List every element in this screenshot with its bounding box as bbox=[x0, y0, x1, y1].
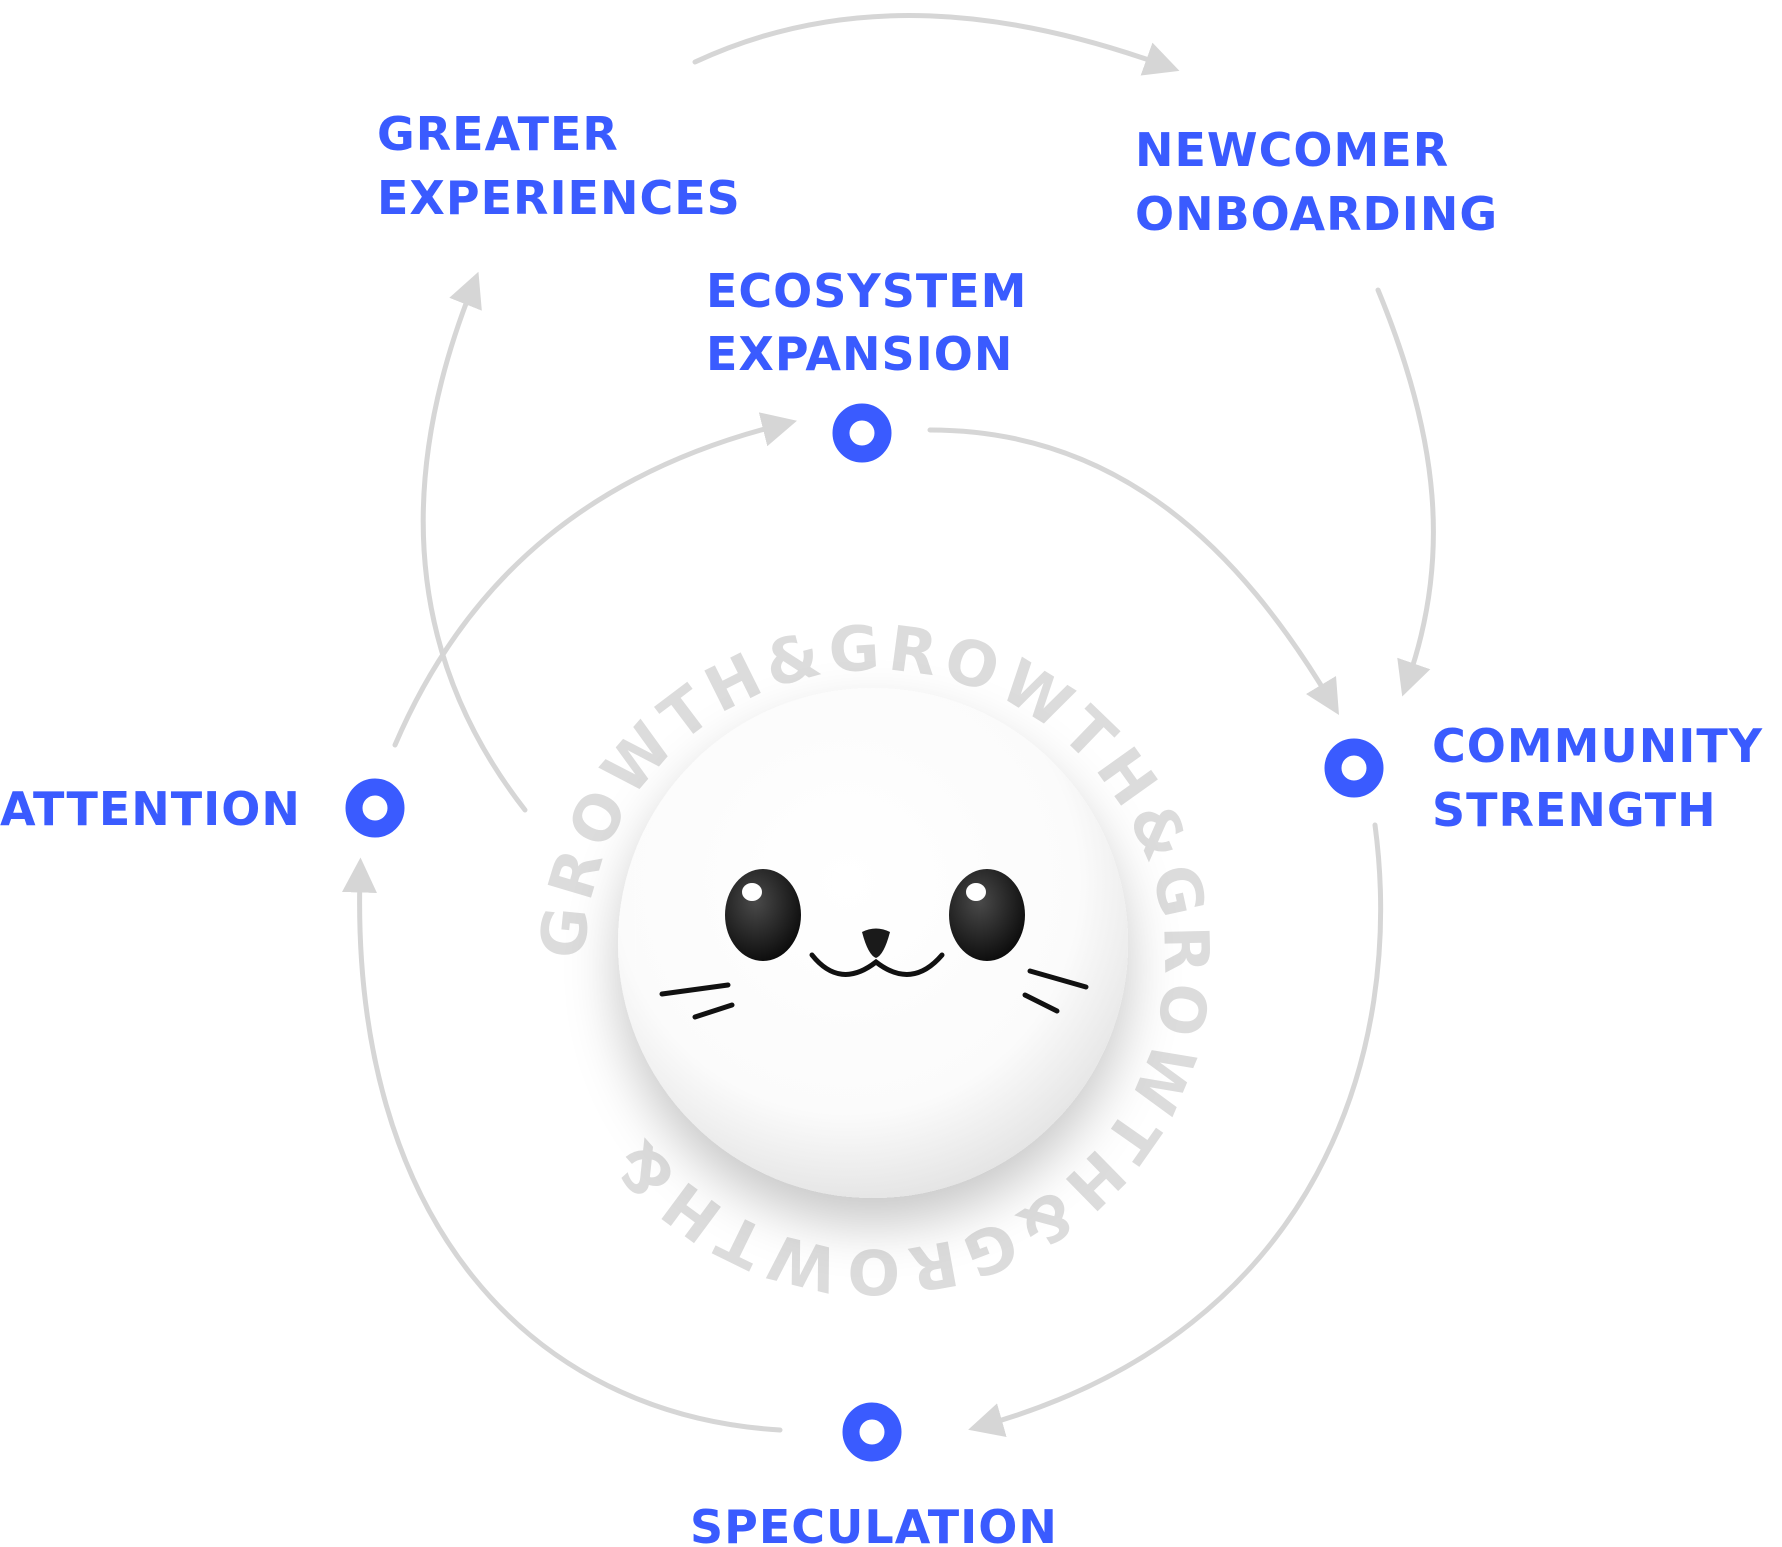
seal-whisker-right-2 bbox=[1022, 992, 1060, 1014]
seal-whisker-left-2 bbox=[692, 1002, 735, 1020]
arrow-community-to-speculation bbox=[968, 822, 1384, 1438]
label-greater-line1: GREATER bbox=[377, 107, 619, 161]
node-ecosystem-expansion bbox=[832, 403, 892, 463]
seal-whisker-left-1 bbox=[659, 982, 731, 997]
seal-whisker-right-1 bbox=[1027, 968, 1089, 990]
node-attention bbox=[345, 778, 405, 838]
seal-face-icon bbox=[618, 688, 1128, 1198]
arrow-greater-to-newcomer bbox=[692, 13, 1180, 76]
seal-mouth bbox=[809, 952, 945, 977]
label-newcomer-line1: NEWCOMER bbox=[1135, 123, 1449, 177]
cycle-labels: ECOSYSTEM EXPANSION COMMUNITY STRENGTH S… bbox=[0, 107, 1763, 1547]
arrow-newcomer-to-community bbox=[1375, 287, 1436, 697]
seal-left-eye bbox=[725, 869, 801, 961]
label-newcomer-line2: ONBOARDING bbox=[1135, 187, 1498, 241]
seal-right-eye-highlight bbox=[966, 883, 986, 901]
label-speculation: SPECULATION bbox=[690, 1500, 1058, 1547]
cycle-arrows bbox=[342, 13, 1436, 1438]
label-greater-line2: EXPERIENCES bbox=[377, 171, 741, 225]
node-speculation bbox=[842, 1402, 902, 1462]
label-attention: ATTENTION bbox=[0, 782, 301, 836]
arrow-ecosystem-to-community bbox=[927, 427, 1340, 716]
arrow-speculation-to-attention bbox=[342, 857, 783, 1433]
seal-left-eye-highlight bbox=[742, 883, 762, 901]
node-community-strength bbox=[1324, 738, 1384, 798]
cycle-nodes bbox=[345, 403, 1384, 1462]
label-community-line1: COMMUNITY bbox=[1432, 719, 1763, 773]
arrow-attention-to-ecosystem bbox=[392, 412, 797, 748]
label-ecosystem-line2: EXPANSION bbox=[706, 327, 1013, 381]
arrow-attention-to-greater-experiences bbox=[420, 271, 528, 813]
seal-right-eye bbox=[949, 869, 1025, 961]
label-community-line2: STRENGTH bbox=[1432, 783, 1717, 837]
label-ecosystem-line1: ECOSYSTEM bbox=[706, 264, 1027, 318]
seal-nose bbox=[862, 928, 890, 958]
